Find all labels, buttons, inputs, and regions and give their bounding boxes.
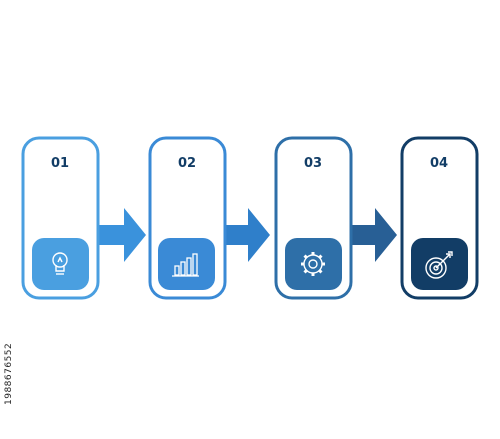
step-number-4: 04 — [430, 156, 448, 171]
watermark-id: 1988676552 — [4, 342, 14, 405]
arrow-3 — [351, 208, 397, 262]
gear-tooth — [303, 269, 308, 274]
step-icon-box-1 — [32, 238, 89, 290]
step-icon-box-3 — [285, 238, 342, 290]
gear-tooth — [303, 254, 308, 259]
step-number-3: 03 — [304, 156, 322, 171]
step-number-1: 01 — [51, 156, 69, 171]
bar-chart-icon — [172, 253, 199, 277]
step-card-2: 02 — [148, 136, 227, 300]
gear-tooth — [318, 269, 323, 274]
target-icon — [425, 251, 453, 279]
lightbulb-icon — [52, 252, 68, 275]
gear-icon — [301, 252, 325, 276]
gear-tooth — [318, 254, 323, 259]
arrow-1 — [98, 208, 146, 262]
arrow-2 — [225, 208, 270, 262]
step-card-4: 04 — [400, 136, 479, 300]
step-number-2: 02 — [178, 156, 196, 171]
step-card-1: 01 — [21, 136, 100, 300]
step-card-3: 03 — [274, 136, 353, 300]
